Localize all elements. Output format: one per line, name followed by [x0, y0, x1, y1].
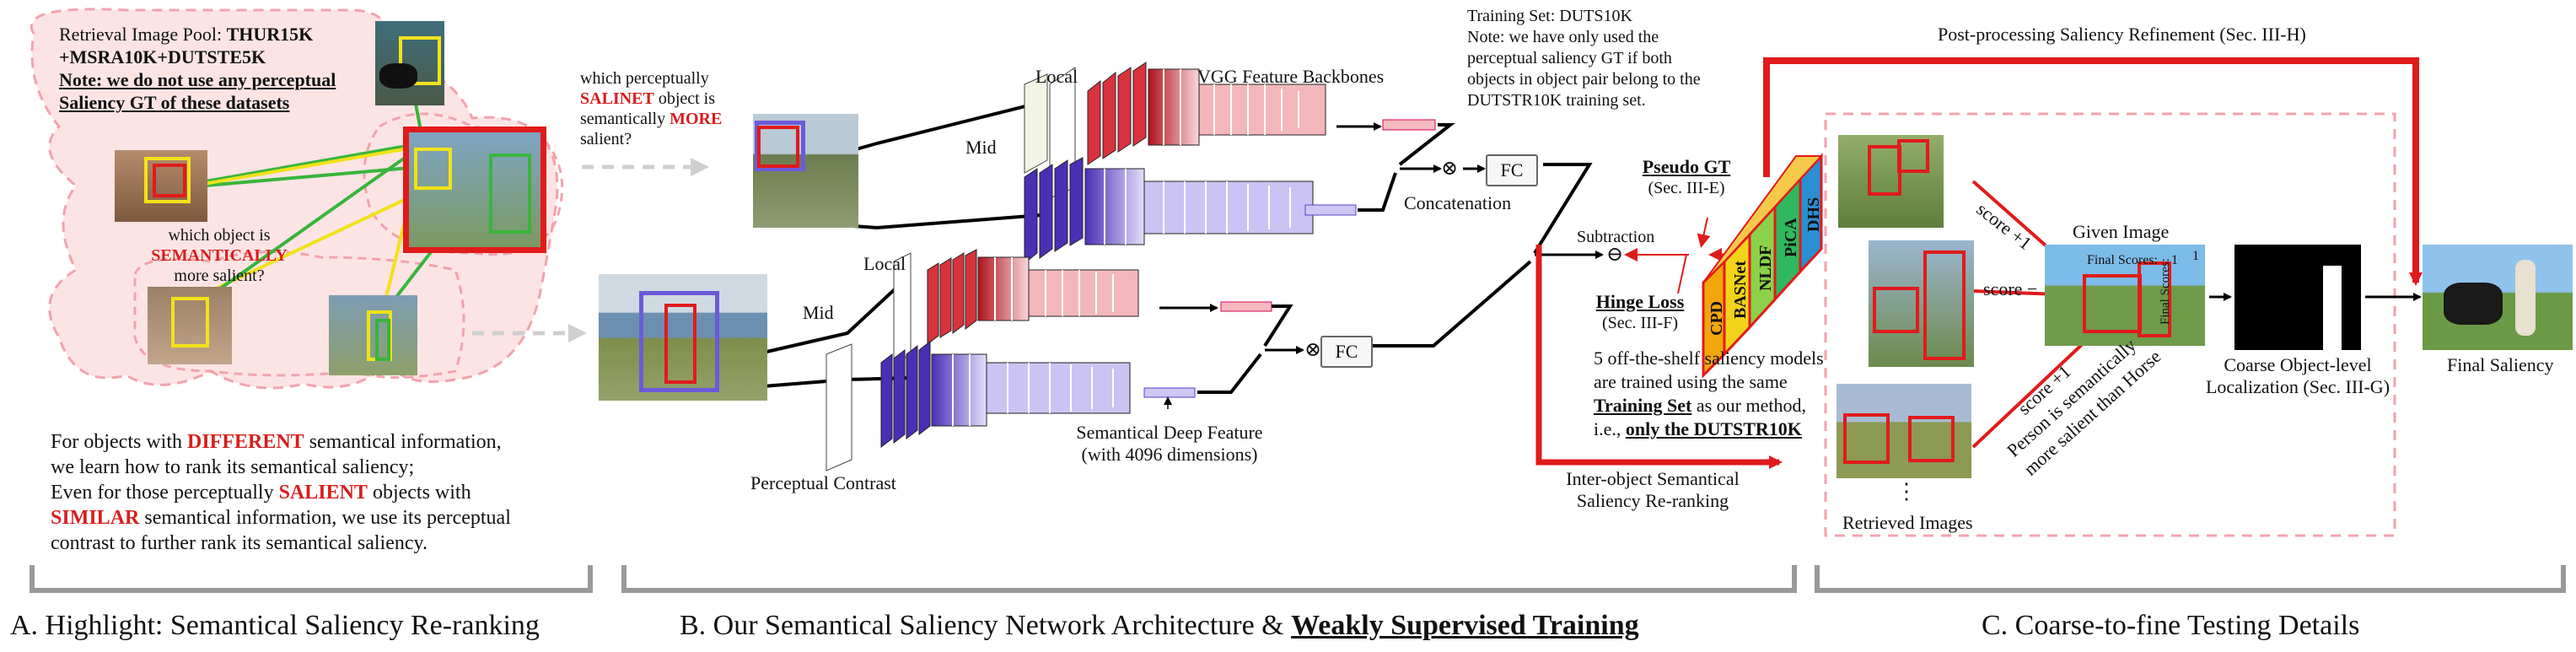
desc-line-2: we learn how to rank its semantical sali… [51, 456, 415, 478]
pool-note-2: Saliency GT of these datasets [59, 92, 290, 113]
caption-a: A. Highlight: Semantical Saliency Re-ran… [10, 610, 540, 641]
ellipsis: ⋮ [1896, 479, 1917, 504]
lower-network [762, 249, 1272, 471]
given-image-photo [2045, 245, 2205, 346]
vgg-backbone-label: VGG Feature Backbones [1197, 66, 1385, 87]
desc-line-1: For objects with DIFFERENT semantical in… [51, 431, 502, 453]
retrieved-photo-3 [1837, 384, 1971, 478]
question-b-4: salient? [580, 130, 632, 148]
final-scores-label-1: Final Scores: [2087, 253, 2158, 267]
rerank-label-2: Saliency Re-ranking [1576, 490, 1729, 511]
otimes-bottom: ⊗ [1304, 339, 1322, 361]
pool-photo-dog-2 [148, 287, 232, 364]
score-minus: score − [1983, 278, 2038, 299]
refinement-arrow [1763, 57, 2423, 286]
bracket-a [30, 565, 593, 593]
models-note-1: 5 off-the-shelf saliency models [1594, 348, 1824, 369]
feature-label-1: Semantical Deep Feature [1076, 422, 1263, 443]
concatenation-label: Concatenation [1404, 192, 1512, 213]
model-dhs: DHS [1804, 197, 1823, 232]
model-cpd: CPD [1707, 300, 1726, 336]
training-set-2: Note: we have only used the [1467, 28, 1659, 46]
feature-label-2: (with 4096 dimensions) [1081, 444, 1258, 465]
coarse-label-1: Coarse Object-level [2224, 354, 2372, 375]
final-score-2: 1 [2192, 249, 2199, 263]
mid-label-top: Mid [965, 137, 997, 158]
pool-photo-dog [115, 150, 207, 222]
upper-network [758, 62, 1436, 265]
question-b-1: which perceptually [580, 69, 709, 88]
training-set-1: Training Set: DUTS10K [1467, 7, 1632, 25]
final-saliency-label: Final Saliency [2447, 354, 2554, 375]
pseudo-gt-sec: (Sec. III-E) [1648, 179, 1725, 197]
models-note-4: i.e., only the DUTSTR10K [1594, 418, 1802, 439]
caption-c: C. Coarse-to-fine Testing Details [1982, 610, 2360, 641]
coarse-label-2: Localization (Sec. III-G) [2205, 376, 2390, 397]
input-photo-bottom [599, 274, 767, 401]
model-basnet: BASNet [1731, 261, 1750, 319]
question-b-2: SALINET object is [580, 89, 716, 108]
similar-pair-blob [133, 251, 465, 379]
subtraction-label: Subtraction [1577, 228, 1655, 246]
desc-line-4: SIMILAR semantical information, we use i… [51, 507, 511, 529]
pool-photo-sign-man [403, 127, 546, 253]
input-photo-top [753, 114, 858, 228]
perceptual-contrast-label: Perceptual Contrast [750, 472, 896, 493]
fc-layer-top: FC [1486, 154, 1538, 186]
final-score-1: 1 [2171, 253, 2178, 267]
question-a-2: SEMANTICALLY [151, 246, 288, 265]
model-nldf: NLDF [1756, 245, 1775, 291]
pool-photo-girl-dog [329, 295, 417, 375]
bracket-c [1815, 565, 2566, 593]
hinge-loss-sec: (Sec. III-F) [1602, 314, 1678, 332]
semantic-pair-blob [363, 112, 564, 256]
training-set-3: perceptual saliency GT if both [1467, 49, 1672, 67]
post-processing-label: Post-processing Saliency Refinement (Sec… [1938, 24, 2306, 45]
desc-line-5: contrast to further rank its semantical … [51, 532, 428, 554]
models-note-2: are trained using the same [1594, 371, 1788, 392]
local-label-bottom: Local [863, 253, 906, 274]
pool-title: Retrieval Image Pool: THUR15K [59, 24, 314, 45]
mid-label-bottom: Mid [803, 302, 834, 323]
hinge-loss-label: Hinge Loss [1595, 291, 1685, 312]
model-stack [1702, 153, 1824, 379]
models-note-3: Training Set as our method, [1594, 395, 1806, 416]
question-a-3: more salient? [174, 267, 265, 285]
fc-layer-bottom: FC [1320, 336, 1373, 368]
training-set-5: DUTSTR10K training set. [1467, 91, 1646, 110]
retrieved-photo-1 [1838, 135, 1944, 228]
pool-datasets: +MSRA10K+DUTSTE5K [59, 46, 266, 67]
pool-photo-dog-man [375, 21, 444, 105]
retrieved-images-label: Retrieved Images [1842, 512, 1973, 533]
testing-region [1824, 112, 2396, 537]
question-b-3: semantically MORE [580, 110, 723, 128]
bracket-b [621, 565, 1797, 593]
caption-b: B. Our Semantical Saliency Network Archi… [680, 610, 1639, 641]
otimes-top: ⊗ [1441, 158, 1459, 180]
rerank-label-1: Inter-object Semantical [1566, 468, 1740, 489]
training-set-4: objects in object pair belong to the [1467, 70, 1701, 89]
ominus-symbol: ⊖ [1606, 244, 1624, 266]
local-label-top: Local [1035, 66, 1078, 87]
coarse-localization-map [2235, 245, 2361, 350]
final-saliency-photo [2423, 245, 2573, 350]
rerank-arrow [1535, 245, 1783, 469]
pseudo-gt-label: Pseudo GT [1642, 156, 1731, 177]
given-image-label: Given Image [2073, 221, 2170, 242]
model-pica: PiCA [1782, 218, 1800, 257]
question-a-1: which object is [168, 226, 271, 245]
retrieved-photo-2 [1869, 240, 1974, 367]
final-scores-label-2: Final Scores: [2159, 258, 2172, 325]
pool-note-1: Note: we do not use any perceptual [59, 69, 336, 90]
desc-line-3: Even for those perceptually SALIENT obje… [51, 482, 471, 504]
